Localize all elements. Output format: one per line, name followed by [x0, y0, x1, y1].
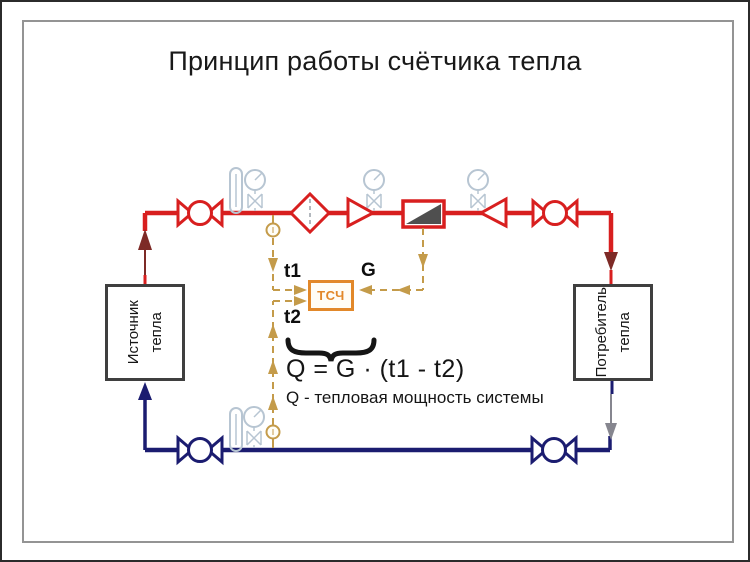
- return-right-flow-arrow-icon: [605, 380, 617, 440]
- thermometer-return-icon: [229, 407, 243, 452]
- flow-g-label: G: [361, 260, 376, 281]
- pressure-gauge-return-icon: [243, 406, 265, 448]
- signal-line-flow-g: [359, 228, 428, 295]
- inner-frame: [22, 20, 734, 543]
- heat-source-label: Источник тепла: [124, 300, 165, 365]
- signal-line-t1: [268, 238, 307, 295]
- flow-meter-icon: [401, 199, 446, 229]
- heat-formula: Q = G · (t1 - t2): [286, 355, 465, 383]
- heat-source-box: Источник тепла: [105, 284, 185, 381]
- check-valve-right-icon: [346, 196, 377, 229]
- underbrace-icon: [285, 337, 377, 362]
- pressure-gauge-supply-2-icon: [363, 169, 385, 211]
- signal-line-t2: [268, 296, 307, 425]
- pressure-gauge-supply-1-icon: [244, 169, 266, 211]
- heat-consumer-label: Потребитель тепла: [592, 287, 634, 378]
- temp-sensor-return-icon: [265, 424, 281, 448]
- supply-left-flow-arrow-icon: [138, 229, 152, 284]
- heat-consumer-box: Потребитель тепла: [573, 284, 653, 381]
- supply-valve-right-icon: [531, 197, 579, 229]
- page-title: Принцип работы счётчика тепла: [168, 46, 582, 76]
- supply-right-flow-arrow-icon: [604, 252, 618, 284]
- return-valve-left-icon: [176, 434, 224, 466]
- temp-sensor-supply-icon: [265, 215, 281, 238]
- heat-calculator-box: ТСЧ: [308, 280, 354, 311]
- heat-calculator-label: ТСЧ: [317, 288, 345, 303]
- strainer-filter-icon: [288, 191, 332, 235]
- pressure-gauge-supply-3-icon: [467, 169, 489, 211]
- check-valve-left-icon: [477, 196, 508, 229]
- thermometer-supply-icon: [229, 167, 243, 214]
- t2-label: t2: [284, 307, 301, 328]
- return-left-flow-arrow-icon: [138, 382, 152, 400]
- return-valve-right-icon: [530, 434, 578, 466]
- supply-valve-left-icon: [176, 197, 224, 229]
- heat-formula-note: Q - тепловая мощность системы: [286, 388, 544, 407]
- t1-label: t1: [284, 261, 301, 282]
